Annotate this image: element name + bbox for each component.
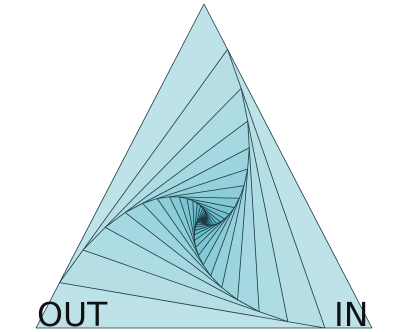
- in-label: IN: [334, 295, 368, 332]
- spiral-layer-26: [204, 219, 205, 220]
- spiral-layers: [36, 4, 372, 328]
- out-label: OUT: [37, 295, 108, 332]
